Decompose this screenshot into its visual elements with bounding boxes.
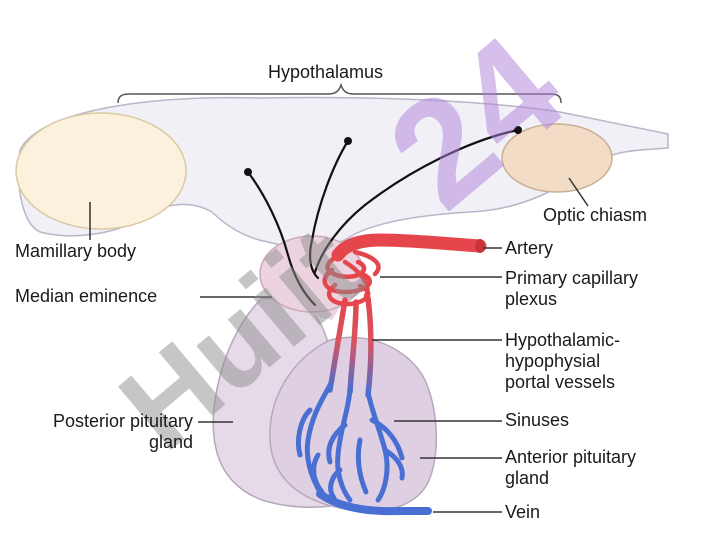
leader-lines: [89, 177, 589, 513]
label-sinuses: Sinuses: [505, 410, 570, 430]
label-portal-vessels: Hypothalamic- hypophysial portal vessels: [505, 330, 620, 393]
pituitary-sinuses: [295, 382, 405, 503]
label-primary-capillary-plexus: Primary capillary plexus: [505, 268, 638, 310]
mamillary-body: [15, 112, 187, 230]
label-line: hypophysial: [505, 351, 601, 371]
label-line: Anterior pituitary: [505, 447, 637, 467]
vein-vessel: [316, 490, 432, 516]
artery-opening: [475, 239, 485, 253]
label-line: Hypothalamic-: [505, 330, 621, 350]
primary-capillary-plexus: [322, 249, 381, 307]
hypothalamus-bracket: [117, 82, 562, 104]
label-line: gland: [148, 432, 193, 452]
label-mamillary-body: Mamillary body: [15, 241, 137, 261]
label-line: Primary capillary: [505, 268, 639, 288]
label-posterior-pituitary: Posterior pituitary gland: [15, 411, 193, 453]
label-anterior-pituitary: Anterior pituitary gland: [505, 447, 636, 489]
nerve-cell-bodies: [244, 126, 522, 176]
label-hypothalamus: Hypothalamus: [268, 62, 384, 82]
optic-chiasm: [501, 123, 613, 193]
label-line: portal vessels: [505, 372, 616, 392]
artery-vessel: [331, 233, 487, 262]
label-vein: Vein: [505, 502, 541, 522]
label-line: plexus: [505, 289, 558, 309]
label-artery: Artery: [505, 238, 554, 258]
nerve-fibers: [246, 128, 520, 307]
portal-vessels: [327, 295, 374, 398]
label-optic-chiasm: Optic chiasm: [543, 205, 648, 225]
label-median-eminence: Median eminence: [15, 286, 158, 306]
label-line: gland: [505, 468, 550, 488]
label-line: Posterior pituitary: [52, 411, 193, 431]
